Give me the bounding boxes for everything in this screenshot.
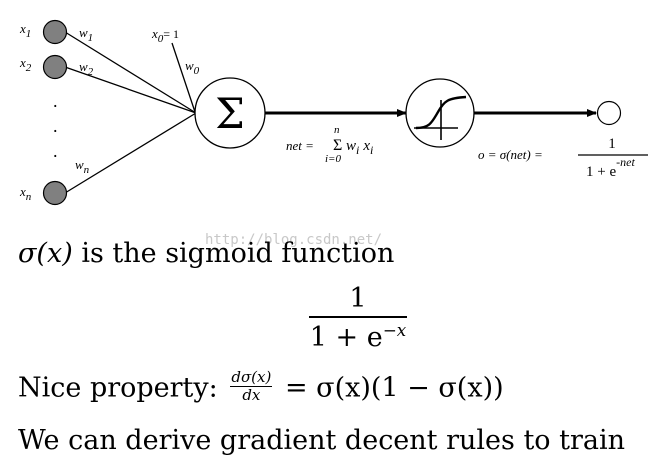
output-formula-lhs: o = σ(net) = — [478, 147, 543, 162]
gradient-descent-line: We can derive gradient decent rules to t… — [18, 425, 626, 456]
sigma-sum-icon: Σ — [215, 89, 245, 138]
input-label-x1: x1 — [19, 21, 31, 40]
sigmoid-formula-denominator: 1 + e−x — [309, 319, 407, 353]
ellipsis-dot-3: · — [53, 146, 58, 166]
edge-x1 — [64, 31, 197, 114]
nice-property-label: Nice property: — [18, 372, 227, 404]
weight-label-wn: wn — [75, 157, 90, 176]
output-formula-denominator: 1 + e-net — [586, 155, 635, 180]
bias-weight-w0: w0 — [185, 58, 200, 77]
weight-label-w2: w2 — [79, 59, 94, 78]
input-label-xn: xn — [19, 184, 32, 203]
net-formula-lhs: net = — [286, 138, 314, 153]
net-formula-upper: n — [334, 124, 340, 136]
input-node-x2 — [42, 54, 68, 80]
ellipsis-dot-1: · — [53, 96, 58, 116]
net-formula-sum: Σ — [333, 137, 342, 154]
output-node — [596, 100, 622, 126]
ellipsis-dot-2: · — [53, 121, 58, 141]
output-formula-numerator: 1 — [608, 136, 616, 152]
watermark: http://blog.csdn.net/ — [205, 232, 383, 248]
input-node-x1 — [42, 19, 68, 45]
input-node-xn — [42, 180, 68, 206]
derivative-identity: = σ(x)(1 − σ(x)) — [276, 372, 504, 404]
sigmoid-curve-icon — [414, 95, 467, 140]
sigmoid-formula-bar — [309, 316, 407, 318]
sigmoid-definition-line: σ(x) is the sigmoid function — [18, 238, 394, 269]
sigmoid-formula-numerator: 1 — [349, 283, 367, 314]
sigmoid-formula: 1 1 + e−x — [309, 283, 407, 353]
edge-x0 — [171, 42, 196, 113]
edge-xn — [64, 112, 197, 194]
sigma-x: σ(x) — [18, 238, 73, 269]
derivative-fraction: dσ(x)dx — [230, 368, 273, 404]
edge-x2 — [64, 66, 197, 114]
activation-node — [405, 78, 475, 148]
net-formula-lower: i=0 — [325, 153, 341, 165]
perceptron-diagram: · · · x1 x2 xn w1 w2 wn x0= 1 w0 Σ net =… — [19, 19, 648, 206]
sigmoid-definition-text: is the sigmoid function — [72, 238, 395, 269]
weight-label-w1: w1 — [79, 25, 93, 44]
bias-label-x0: x0= 1 — [151, 26, 179, 45]
input-label-x2: x2 — [19, 55, 32, 74]
nice-property-line: Nice property: dσ(x)dx = σ(x)(1 − σ(x)) — [18, 368, 504, 406]
